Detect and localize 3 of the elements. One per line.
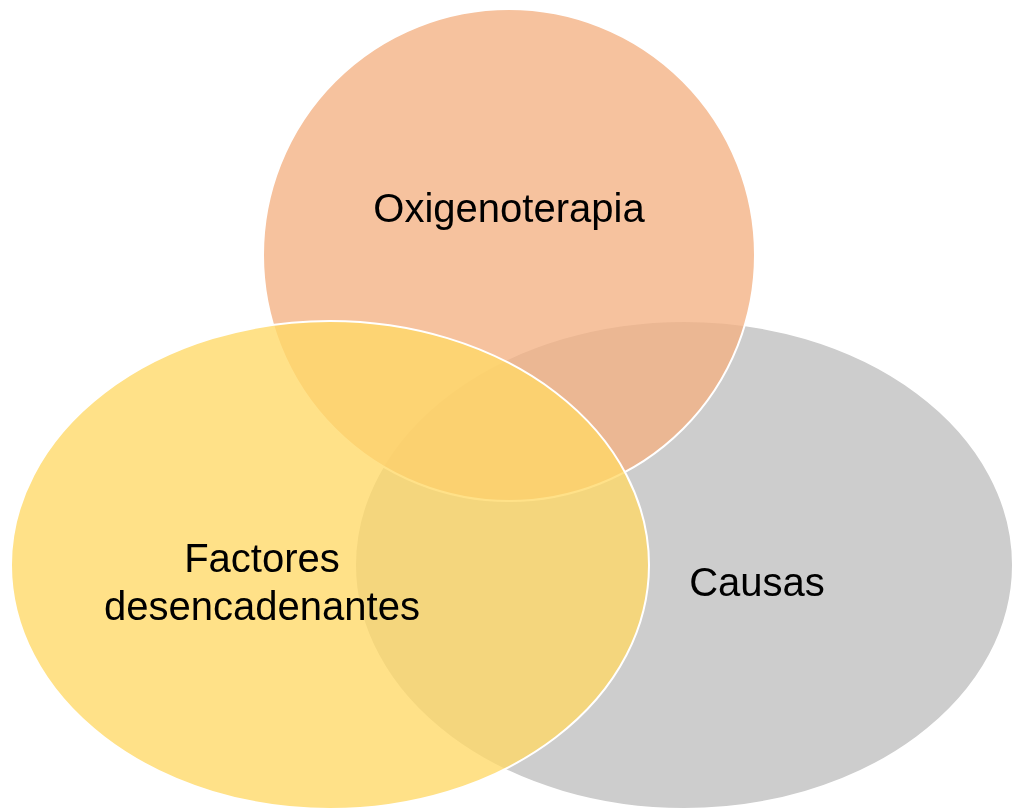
circle-label: Factores desencadenantes [103,535,421,630]
circle-label: Oxigenoterapia [372,185,646,232]
circle-label: Causas [688,559,826,606]
